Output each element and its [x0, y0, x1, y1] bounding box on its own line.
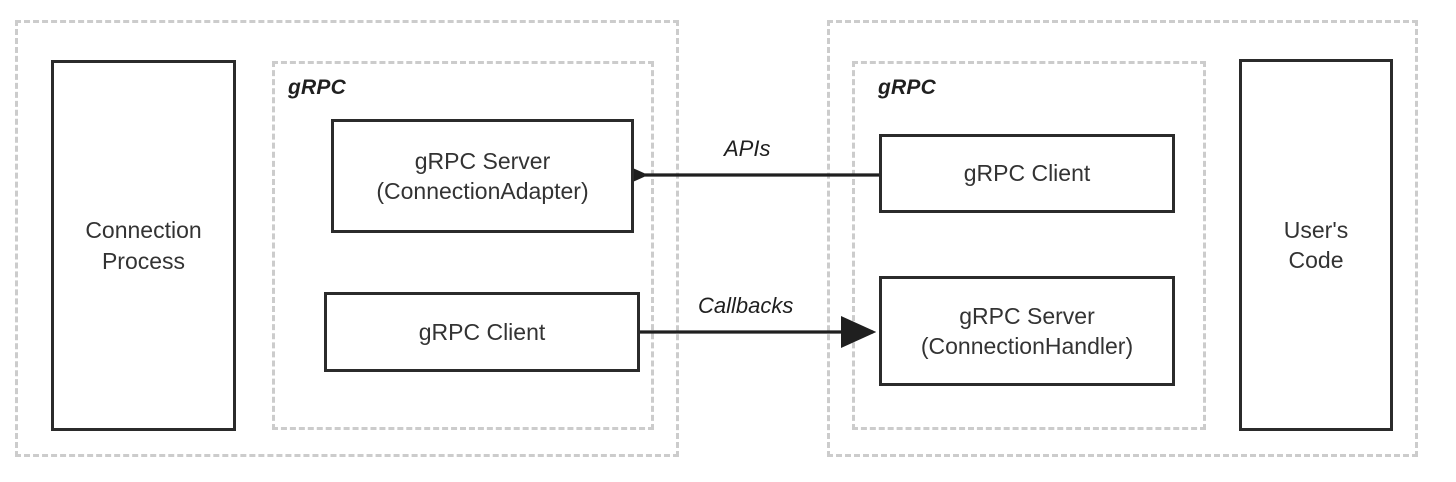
users-code-label: User's Code: [1283, 216, 1349, 273]
grpc-server-connection-handler-box: gRPC Server (ConnectionHandler): [879, 276, 1175, 386]
right-grpc-client-label: gRPC Client: [963, 160, 1091, 187]
grpc-server-connection-handler-label: gRPC Server (ConnectionHandler): [920, 302, 1134, 359]
right-process-container: [827, 20, 1418, 457]
left-grpc-client-label: gRPC Client: [418, 318, 546, 345]
right-grpc-container: [852, 61, 1206, 430]
right-grpc-client-box: gRPC Client: [879, 134, 1175, 213]
apis-edge-label: APIs: [724, 136, 771, 161]
left-grpc-container: [272, 61, 654, 430]
left-grpc-client-box: gRPC Client: [324, 292, 640, 372]
grpc-server-connection-adapter-box: gRPC Server (ConnectionAdapter): [331, 119, 634, 233]
left-grpc-label: gRPC: [288, 76, 346, 99]
connection-process-label: Connection Process: [85, 217, 202, 274]
right-grpc-label: gRPC: [878, 76, 936, 99]
left-process-container: [15, 20, 679, 457]
connection-process-box: Connection Process: [51, 60, 236, 431]
callbacks-edge-label: Callbacks: [698, 293, 794, 318]
users-code-box: User's Code: [1239, 59, 1393, 431]
grpc-server-connection-adapter-label: gRPC Server (ConnectionAdapter): [376, 147, 589, 204]
